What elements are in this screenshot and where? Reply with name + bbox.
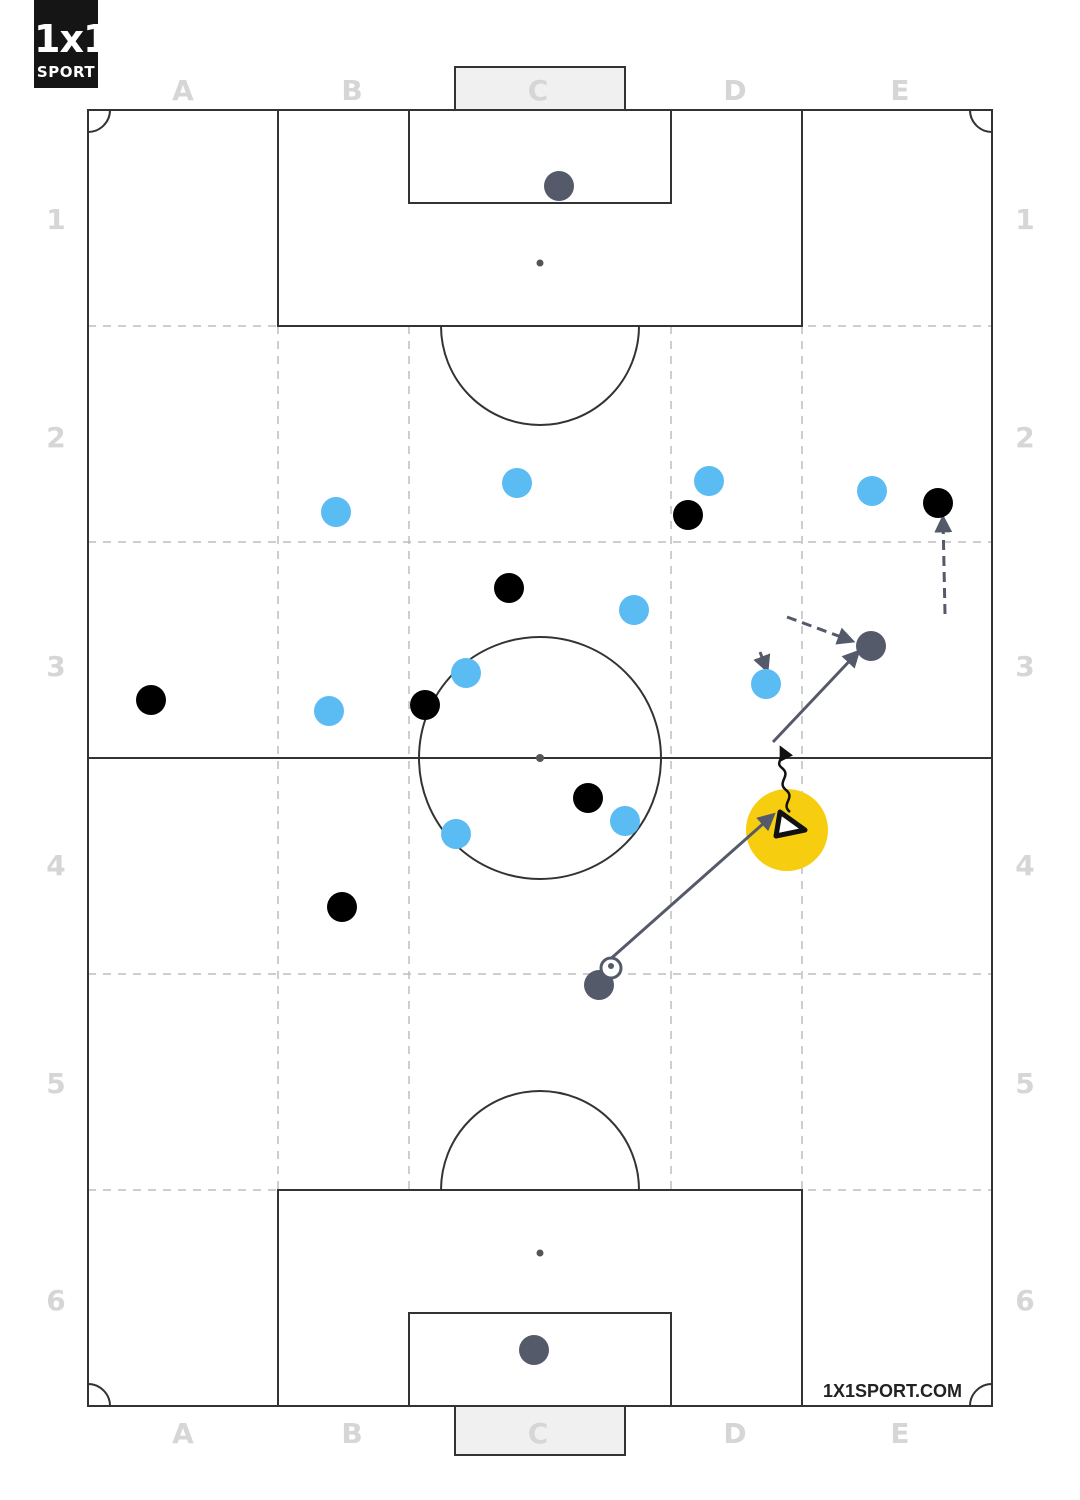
ball-start-marker-icon	[599, 956, 623, 980]
row-label: 5	[46, 1067, 65, 1100]
logo-word: SPORT	[36, 63, 96, 81]
black-team	[136, 488, 953, 922]
row-label: 1	[1015, 203, 1034, 236]
black-player	[923, 488, 953, 518]
logo-mark: 1x1	[34, 17, 109, 61]
black-player	[494, 573, 524, 603]
light-blue-team	[314, 466, 887, 849]
dribble-arrow	[777, 745, 794, 813]
column-label: B	[341, 74, 362, 107]
top-goal	[454, 66, 626, 111]
row-labels-left: 1 2 3 4 5 6	[46, 203, 65, 1317]
grey-players	[519, 171, 886, 1365]
row-label: 5	[1015, 1067, 1034, 1100]
row-label: 3	[46, 650, 65, 683]
column-label: E	[890, 74, 909, 107]
light-blue-player	[321, 497, 351, 527]
black-player	[573, 783, 603, 813]
black-player	[673, 500, 703, 530]
goalkeeper-top	[544, 171, 574, 201]
cone-triangle-icon	[773, 809, 808, 839]
row-label: 1	[46, 203, 65, 236]
pass-arrow	[771, 649, 861, 744]
run-arrow	[786, 615, 856, 645]
bottom-penalty-arc	[440, 1090, 640, 1191]
column-label: C	[528, 1417, 549, 1450]
row-label: 3	[1015, 650, 1034, 683]
column-label: A	[172, 1417, 194, 1450]
zone-grid	[88, 325, 992, 1191]
top-goal-area	[408, 109, 672, 204]
column-label: B	[341, 1417, 362, 1450]
top-penalty-spot	[536, 259, 544, 267]
row-label: 2	[46, 421, 65, 454]
black-player	[327, 892, 357, 922]
column-label: D	[723, 1417, 746, 1450]
black-player	[410, 690, 440, 720]
bottom-goal	[454, 1405, 626, 1456]
top-penalty-arc	[440, 325, 640, 426]
column-label: C	[528, 74, 549, 107]
pass-arrow	[606, 812, 776, 964]
column-label: A	[172, 74, 194, 107]
bottom-penalty-spot	[536, 1249, 544, 1257]
light-blue-player	[751, 669, 781, 699]
row-label: 2	[1015, 421, 1034, 454]
column-labels-top: A B C D E	[172, 74, 909, 107]
column-labels-bottom: A B C D E	[172, 1417, 909, 1450]
bottom-penalty-area	[277, 1189, 803, 1407]
column-label: D	[723, 74, 746, 107]
run-arrow	[753, 651, 771, 674]
goalkeeper-bottom	[519, 1335, 549, 1365]
top-penalty-area	[277, 109, 803, 327]
light-blue-player	[451, 658, 481, 688]
light-blue-player	[619, 595, 649, 625]
corner-arc-br	[969, 1383, 993, 1407]
corner-arc-tr	[969, 109, 993, 133]
website-label: 1X1SPORT.COM	[823, 1381, 962, 1401]
row-label: 6	[1015, 1284, 1034, 1317]
centre-spot	[536, 754, 544, 762]
grey-player	[856, 631, 886, 661]
run-arrow	[934, 514, 953, 615]
light-blue-player	[857, 476, 887, 506]
corner-arc-tl	[87, 109, 111, 133]
pitch-markings	[87, 109, 993, 1407]
row-labels-right: 1 2 3 4 5 6	[1015, 203, 1034, 1317]
movement-arrows	[606, 514, 953, 964]
black-player	[136, 685, 166, 715]
column-label: E	[890, 1417, 909, 1450]
row-label: 4	[1015, 849, 1034, 882]
brand-logo: 1x1 SPORT	[34, 0, 109, 88]
light-blue-player	[441, 819, 471, 849]
bottom-goal-area	[408, 1312, 672, 1407]
centre-circle	[418, 636, 662, 880]
light-blue-player	[314, 696, 344, 726]
row-label: 4	[46, 849, 65, 882]
row-label: 6	[46, 1284, 65, 1317]
light-blue-player	[610, 806, 640, 836]
corner-arc-bl	[87, 1383, 111, 1407]
light-blue-player	[694, 466, 724, 496]
light-blue-player	[502, 468, 532, 498]
